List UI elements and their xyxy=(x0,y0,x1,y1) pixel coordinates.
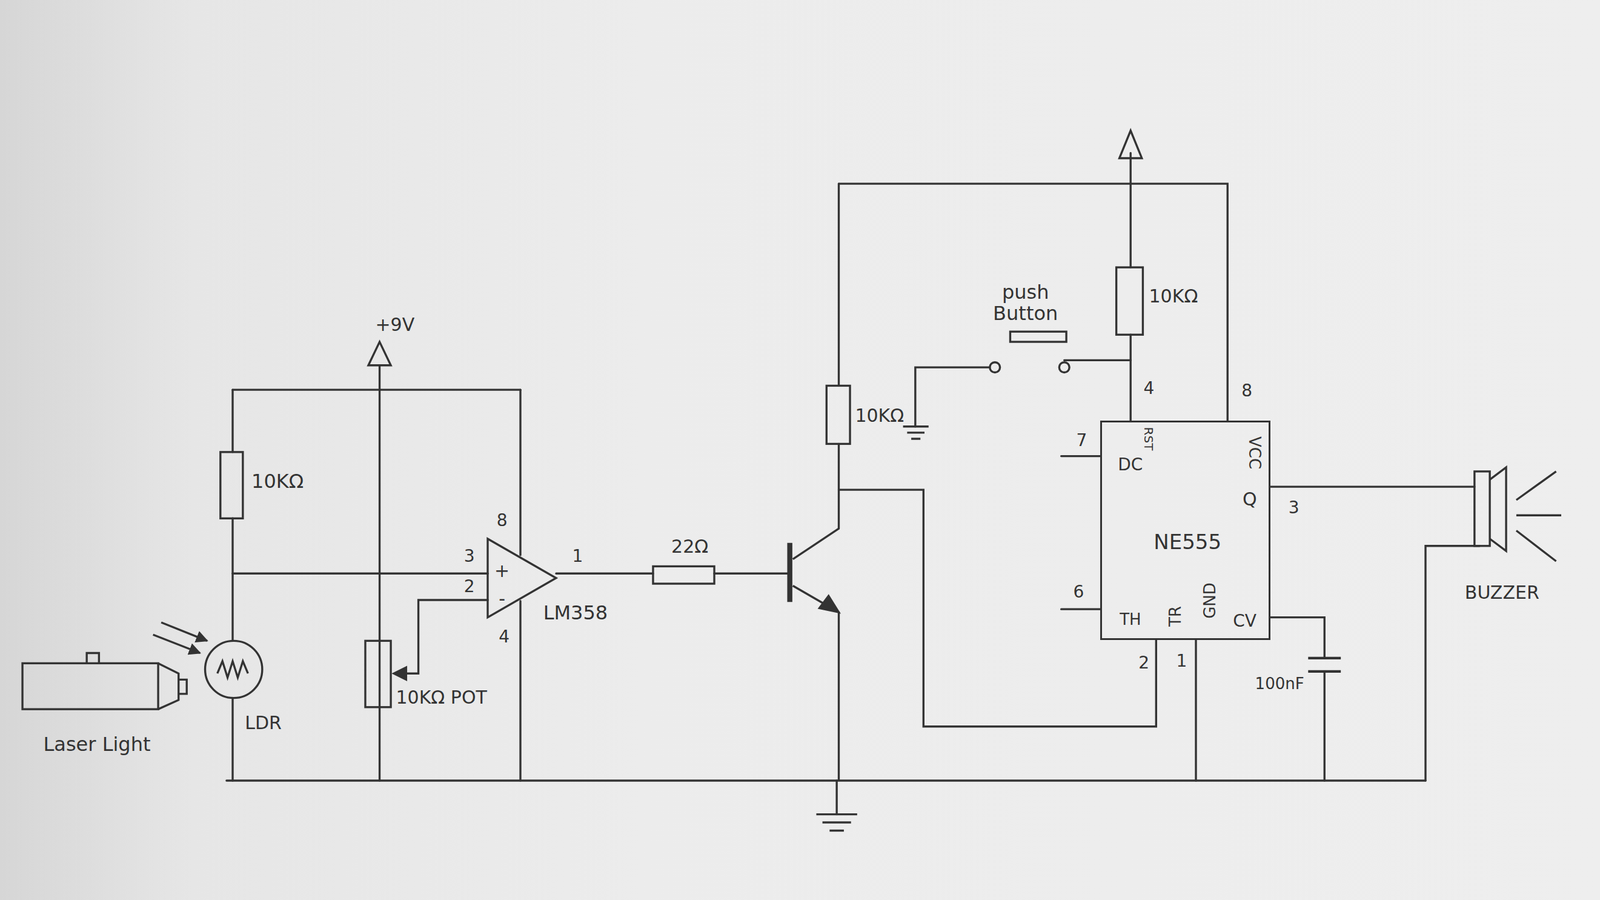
capacitor-symbol xyxy=(1307,657,1341,672)
wire xyxy=(1425,545,1480,781)
circuit-label: LDR xyxy=(244,712,282,733)
ground-symbol xyxy=(903,426,929,439)
resistor-symbol xyxy=(220,267,1144,584)
potentiometer-symbol xyxy=(365,640,391,707)
supply-arrow xyxy=(1119,130,1142,159)
circuit-label: 7 xyxy=(1075,431,1087,451)
wire xyxy=(232,388,521,391)
circuit-label: 8 xyxy=(1241,381,1253,400)
wire xyxy=(1270,485,1475,488)
buzzer-symbol xyxy=(1474,467,1562,561)
wire xyxy=(839,489,1157,727)
circuit-label: 2 xyxy=(1138,653,1150,673)
wire xyxy=(835,780,838,815)
supply-arrow xyxy=(368,341,391,366)
circuit-label: 8 xyxy=(496,510,508,530)
ground-symbol xyxy=(816,426,929,831)
wire xyxy=(1129,153,1132,421)
wire xyxy=(519,600,522,781)
circuit-label: +9V xyxy=(375,314,415,335)
pin-name: CV xyxy=(1232,611,1257,631)
wire xyxy=(232,572,488,575)
laser-symbol xyxy=(178,679,187,694)
buzzer-symbol xyxy=(1516,471,1562,561)
capacitor-symbol xyxy=(1307,657,1341,672)
push-button-symbol xyxy=(1058,362,1070,373)
ldr-symbol xyxy=(161,622,208,641)
laser-symbol xyxy=(158,662,179,709)
ldr-symbol xyxy=(153,634,200,653)
circuit-label: 6 xyxy=(1072,582,1084,601)
pin-name: VCC xyxy=(1246,436,1264,469)
circuit-label: 2 xyxy=(464,577,475,597)
laser-symbol xyxy=(22,653,187,710)
wire xyxy=(837,183,840,529)
wire xyxy=(1064,359,1131,362)
transistor-symbol xyxy=(819,595,840,612)
circuit-label: 3 xyxy=(1288,498,1300,518)
ldr-symbol xyxy=(205,640,263,698)
wire xyxy=(1194,639,1197,781)
resistor-symbol xyxy=(653,565,715,584)
ic-chip: NE555 DC RST VCC Q TH TR GND CV xyxy=(1100,420,1271,640)
wire xyxy=(556,572,788,575)
circuit-label: 22Ω xyxy=(671,535,709,556)
supply-arrow xyxy=(368,130,1142,366)
ground-symbol xyxy=(816,814,857,831)
wire xyxy=(915,367,990,427)
circuit-label: 10KΩ xyxy=(1149,285,1199,306)
wire xyxy=(226,779,1426,781)
wire xyxy=(404,599,488,674)
pin-name: Q xyxy=(1242,488,1258,509)
circuit-label: push Button xyxy=(978,281,1073,325)
circuit-label: 10KΩ POT xyxy=(396,686,488,707)
wire xyxy=(231,389,234,781)
transistor-symbol xyxy=(790,528,840,781)
ldr-symbol xyxy=(217,660,249,678)
wire xyxy=(226,153,1480,815)
circuit-label: 3 xyxy=(464,546,475,566)
circuit-label: BUZZER xyxy=(1464,581,1540,602)
buzzer-symbol xyxy=(1474,471,1490,546)
circuit-label: Laser Light xyxy=(43,733,151,755)
pin-name: + xyxy=(494,560,510,581)
wire xyxy=(1270,617,1325,781)
chip-name: NE555 xyxy=(1153,531,1222,554)
resistor-symbol xyxy=(1116,267,1144,335)
ldr-symbol xyxy=(153,622,263,698)
wire xyxy=(519,389,522,555)
pin-name: GND xyxy=(1201,582,1219,620)
circuit-label: 4 xyxy=(1143,379,1155,399)
wire xyxy=(1061,456,1101,610)
circuit-label: 100nF xyxy=(1255,674,1305,693)
transistor-symbol xyxy=(793,585,840,781)
circuit-label: 1 xyxy=(571,546,583,566)
part-name: LM358 xyxy=(543,602,609,624)
push-button-symbol xyxy=(1009,331,1067,342)
circuit-label: 10KΩ xyxy=(251,470,304,492)
opamp-symbol: +-LM358 xyxy=(487,538,557,618)
pin-name: - xyxy=(498,587,506,608)
laser-symbol xyxy=(22,662,159,709)
buzzer-symbol xyxy=(1489,467,1507,551)
potentiometer-symbol xyxy=(393,667,406,680)
push-button-symbol xyxy=(989,362,1001,373)
resistor-symbol xyxy=(220,451,243,518)
transistor-symbol xyxy=(793,528,840,560)
circuit-label: 1 xyxy=(1176,651,1188,671)
circuit-label: 10KΩ xyxy=(854,405,904,426)
circuit-label: 4 xyxy=(498,627,510,646)
push-button-symbol xyxy=(989,331,1070,372)
transistor-symbol xyxy=(786,542,792,603)
pin-name: TR xyxy=(1166,605,1185,627)
resistor-symbol xyxy=(826,385,850,444)
pin-name: RST xyxy=(1141,426,1156,451)
pin-name: TH xyxy=(1119,610,1141,628)
laser-symbol xyxy=(86,653,99,664)
wire xyxy=(839,183,1229,421)
pin-name: DC xyxy=(1117,455,1143,475)
